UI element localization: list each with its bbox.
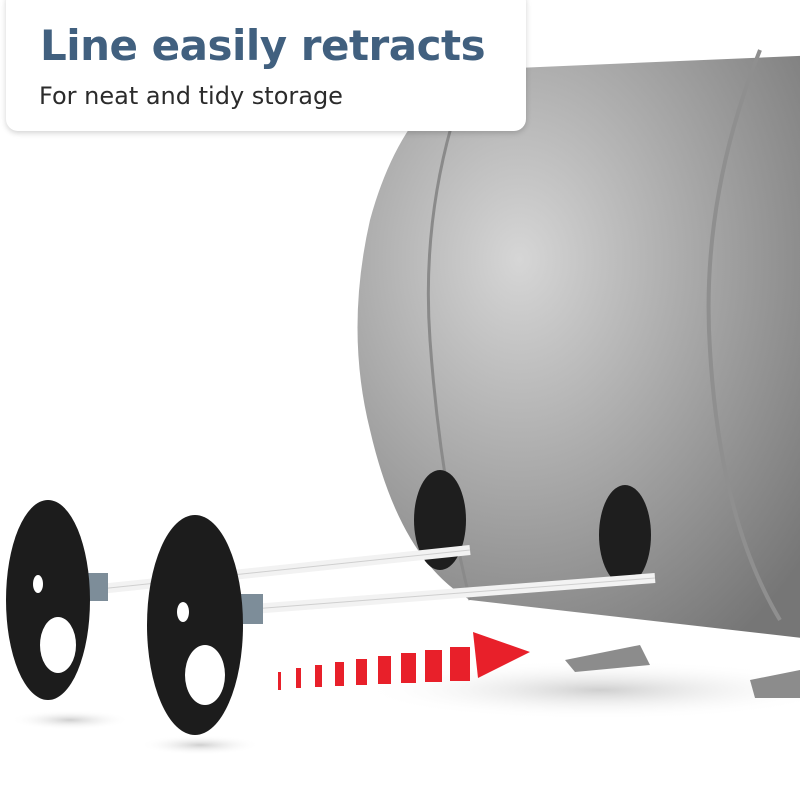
- line-slot-left: [414, 470, 466, 570]
- arrow-right-icon: [278, 632, 530, 690]
- reel-housing: [357, 49, 800, 720]
- caption-title: Line easily retracts: [40, 21, 486, 70]
- caption-subtitle: For neat and tidy storage: [39, 82, 343, 110]
- end-cap-front: [140, 515, 263, 755]
- foot: [565, 645, 650, 672]
- end-cap-back: [6, 500, 130, 730]
- caption-card: Line easily retracts For neat and tidy s…: [6, 0, 526, 131]
- line-slot-right: [599, 485, 651, 585]
